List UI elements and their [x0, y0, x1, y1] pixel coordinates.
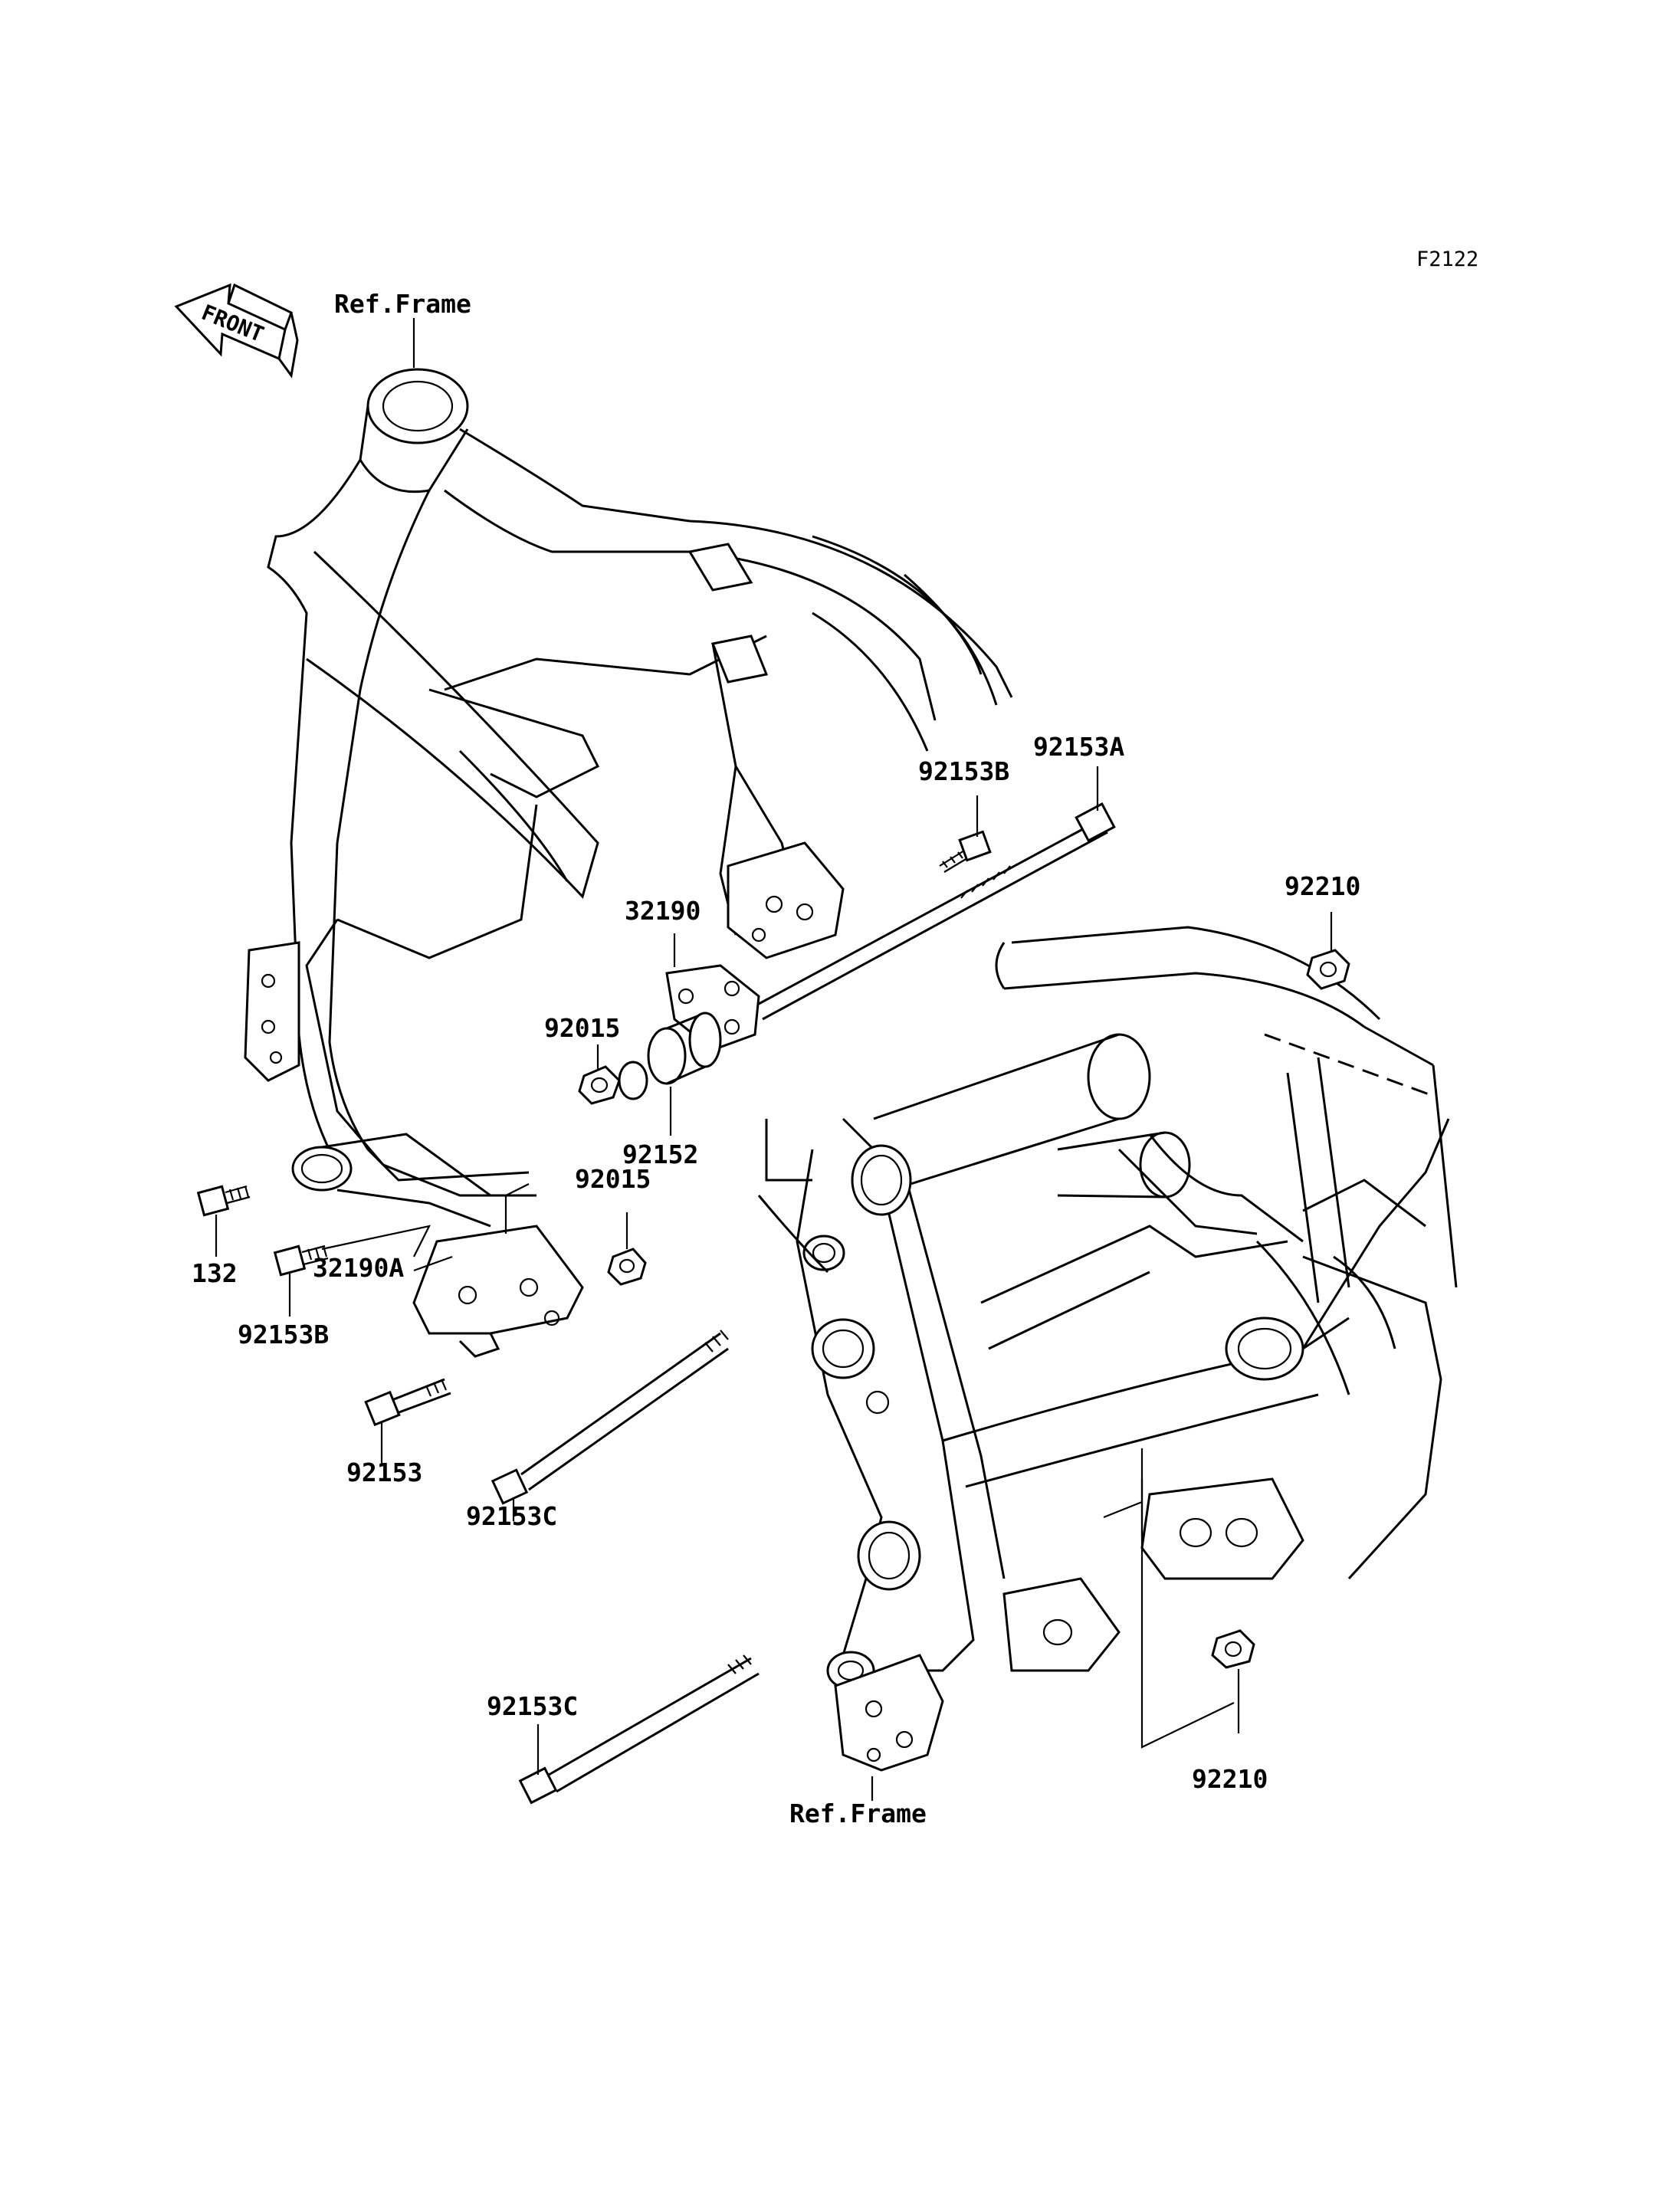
- upper-frame: [244, 368, 1013, 1358]
- front-arrow-icon: FRONT: [174, 283, 299, 379]
- figure-code: F2122: [1416, 248, 1479, 271]
- label-92153: 92153: [346, 1458, 423, 1487]
- fasteners: [196, 802, 1350, 1805]
- label-92210-bottom: 92210: [1192, 1764, 1268, 1794]
- label-ref-frame-top: Ref.Frame: [334, 289, 471, 319]
- label-132: 132: [192, 1258, 238, 1288]
- leader-lines: [215, 318, 1333, 1801]
- label-92015-upper: 92015: [544, 1013, 621, 1043]
- lower-frame: [757, 926, 1458, 1772]
- label-92210-top: 92210: [1285, 871, 1361, 901]
- label-92152: 92152: [622, 1139, 699, 1169]
- label-92015-lower: 92015: [575, 1164, 651, 1194]
- label-92153B-top: 92153B: [918, 756, 1010, 786]
- label-92153A: 92153A: [1033, 732, 1125, 762]
- label-92153B-left: 92153B: [238, 1320, 330, 1349]
- label-92153C-bottom: 92153C: [487, 1691, 579, 1721]
- label-92153C-mid: 92153C: [466, 1501, 558, 1531]
- label-ref-frame-bottom: Ref.Frame: [789, 1799, 927, 1828]
- label-32190A: 32190A: [313, 1253, 405, 1283]
- label-32190: 32190: [625, 896, 701, 926]
